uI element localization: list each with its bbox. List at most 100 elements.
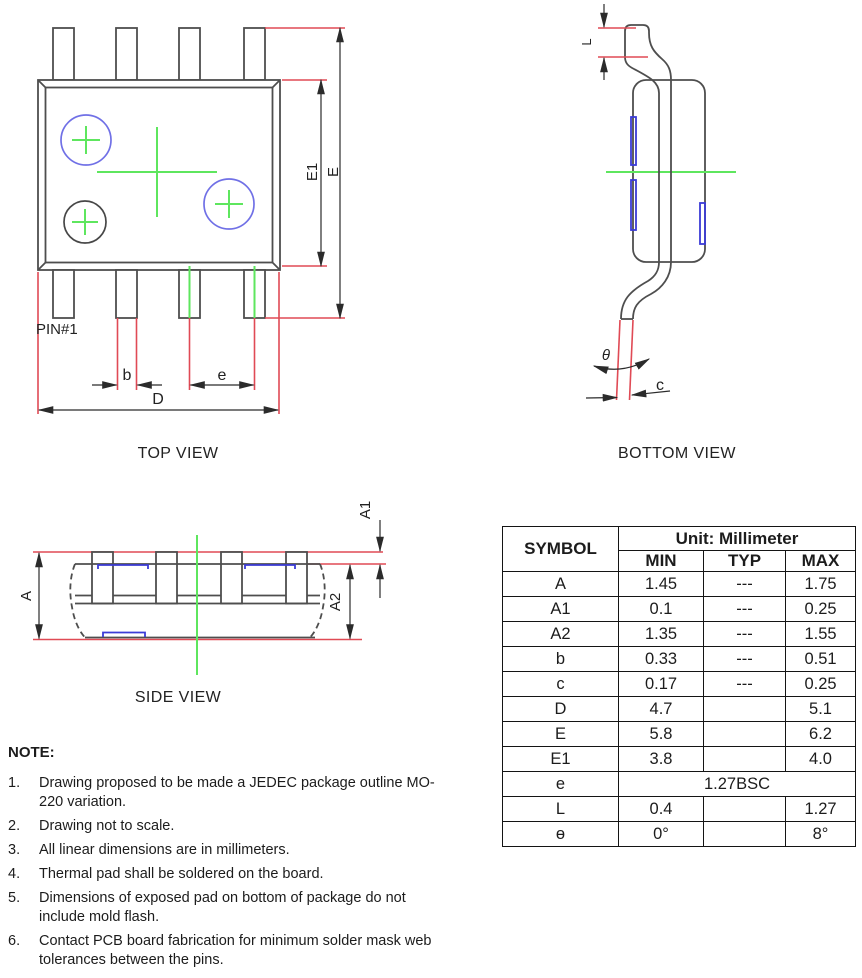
table-header-unit: Unit: Millimeter (618, 526, 856, 551)
symbol-cell: b (502, 646, 619, 672)
symbol-cell: L (502, 796, 619, 822)
table-row: D 4.7 5.1 (502, 696, 856, 722)
dim-label-L: L (579, 38, 594, 45)
max-cell: 0.25 (785, 671, 856, 697)
dim-A: A (18, 551, 43, 640)
dim-label-c: c (656, 377, 664, 394)
dim-label-E: E (325, 167, 342, 177)
table-header-max: MAX (785, 550, 856, 572)
note-text: All linear dimensions are in millimeters… (39, 842, 290, 858)
symbol-cell: c (502, 671, 619, 697)
dim-label-theta: θ (602, 347, 610, 364)
dim-A2: A2 (327, 563, 354, 640)
note-item: Drawing proposed to be made a JEDEC pack… (8, 774, 446, 812)
typ-cell: --- (703, 671, 786, 697)
side-view-title: SIDE VIEW (135, 689, 222, 706)
top-view-center-marks (60, 114, 255, 244)
pin1-label: PIN#1 (36, 321, 78, 338)
bottom-view-title: BOTTOM VIEW (618, 445, 736, 462)
symbol-cell: D (502, 696, 619, 722)
typ-cell (703, 821, 786, 847)
table-row: L 0.4 1.27 (502, 796, 856, 822)
dim-label-A1: A1 (357, 501, 374, 519)
dim-A1: A1 (357, 501, 384, 598)
min-cell: 0.1 (618, 596, 704, 622)
table-row: E 5.8 6.2 (502, 721, 856, 747)
table-header-min: MIN (618, 550, 704, 572)
max-cell: 0.51 (785, 646, 856, 672)
min-cell: 0.4 (618, 796, 704, 822)
dim-theta: θ (592, 347, 651, 375)
thermal-via-circle (203, 178, 255, 230)
dim-label-e: e (218, 367, 227, 384)
dim-label-A: A (18, 591, 35, 601)
max-cell: 5.1 (785, 696, 856, 722)
table-header-typ: TYP (703, 550, 786, 572)
side-view-drawing: A A1 A2 SIDE VIEW (18, 501, 386, 706)
min-cell: 1.35 (618, 621, 704, 647)
top-view-drawing: E1 E b e D PIN#1 TOP VIEW (36, 26, 345, 462)
table-row: A1 0.1 --- 0.25 (502, 596, 856, 622)
max-cell: 4.0 (785, 746, 856, 772)
symbol-cell: A (502, 571, 619, 597)
max-cell: 6.2 (785, 721, 856, 747)
symbol-cell: E1 (502, 746, 619, 772)
top-view-pins-bottom (52, 266, 266, 319)
top-view-package-body (37, 79, 281, 271)
dimension-table: SYMBOL Unit: Millimeter MIN TYP MAX A 1.… (502, 526, 856, 847)
notes-heading: NOTE: (8, 744, 55, 761)
typ-cell: --- (703, 621, 786, 647)
typ-cell (703, 721, 786, 747)
symbol-cell: e (502, 771, 619, 797)
span-cell: 1.27BSC (618, 771, 856, 797)
table-row: b 0.33 --- 0.51 (502, 646, 856, 672)
thermal-via-circle (60, 114, 112, 166)
min-cell: 0.33 (618, 646, 704, 672)
typ-cell (703, 746, 786, 772)
top-view-title: TOP VIEW (138, 445, 219, 462)
note-item: Dimensions of exposed pad on bottom of p… (8, 889, 446, 927)
side-view-package-body (69, 551, 326, 639)
max-cell: 1.27 (785, 796, 856, 822)
table-row: A2 1.35 --- 1.55 (502, 621, 856, 647)
notes-section: NOTE: Drawing proposed to be made a JEDE… (8, 744, 446, 975)
min-cell: 1.45 (618, 571, 704, 597)
dim-L: L (579, 4, 648, 80)
typ-cell (703, 696, 786, 722)
symbol-cell: A2 (502, 621, 619, 647)
typ-cell (703, 796, 786, 822)
table-row: c 0.17 --- 0.25 (502, 671, 856, 697)
pin1-indicator-circle (63, 200, 107, 244)
typ-cell: --- (703, 646, 786, 672)
top-view-dimensions: E1 E b e D (37, 26, 344, 414)
dim-label-D: D (152, 391, 164, 408)
table-row: ɵ 0° 8° (502, 821, 856, 847)
note-text: Drawing not to scale. (39, 818, 175, 834)
top-view-extension-lines (37, 27, 345, 414)
side-view-pad-marks (97, 564, 296, 637)
min-cell: 5.8 (618, 721, 704, 747)
symbol-cell: A1 (502, 596, 619, 622)
max-cell: 0.25 (785, 596, 856, 622)
dim-c: c (585, 377, 671, 402)
table-row: E1 3.8 4.0 (502, 746, 856, 772)
table-row: e 1.27BSC (502, 771, 856, 797)
symbol-cell: ɵ (502, 821, 619, 847)
bottom-view-drawing: L θ c BOTTOM VIEW (579, 4, 736, 462)
dim-label-E1: E1 (304, 163, 321, 181)
max-cell: 8° (785, 821, 856, 847)
note-item: Contact PCB board fabrication for minimu… (8, 932, 446, 970)
min-cell: 3.8 (618, 746, 704, 772)
min-cell: 4.7 (618, 696, 704, 722)
top-view-pins-top (52, 27, 266, 81)
max-cell: 1.75 (785, 571, 856, 597)
table-row: A 1.45 --- 1.75 (502, 571, 856, 597)
typ-cell: --- (703, 571, 786, 597)
bottom-view-solder-pads (630, 116, 706, 245)
dim-label-b: b (123, 367, 132, 384)
note-text: Dimensions of exposed pad on bottom of p… (39, 890, 406, 925)
max-cell: 1.55 (785, 621, 856, 647)
dim-label-A2: A2 (327, 593, 344, 611)
min-cell: 0° (618, 821, 704, 847)
